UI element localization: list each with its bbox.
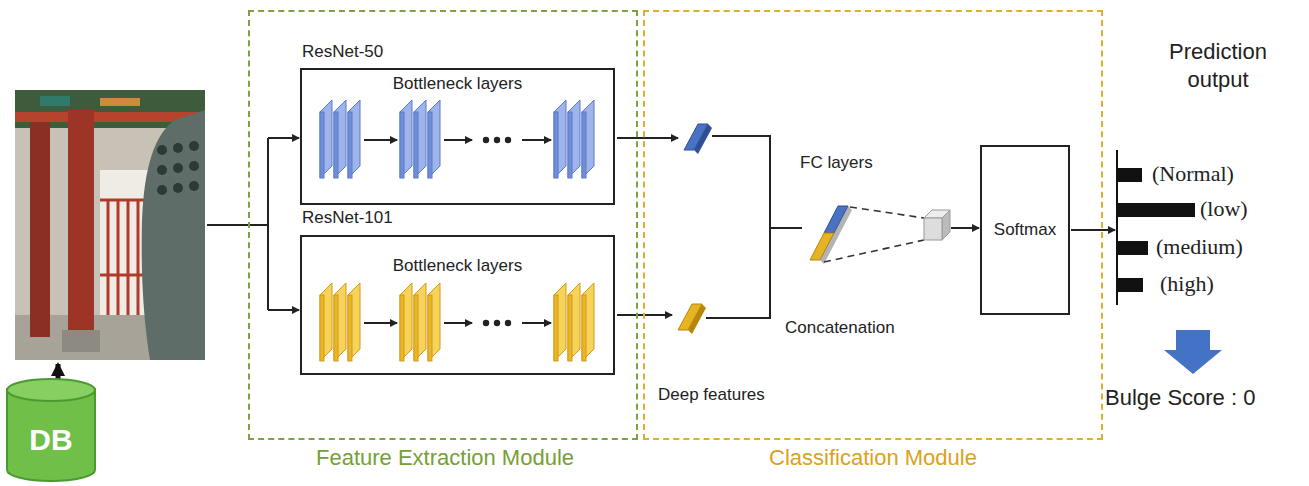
module-frame: Classification ModuleSoftmax xyxy=(643,10,1103,440)
backbone-name: ResNet-50 xyxy=(302,42,383,62)
module-title: Classification Module xyxy=(645,445,1101,471)
fc-dashed-links xyxy=(824,207,924,262)
module-title: Feature Extraction Module xyxy=(240,445,650,471)
layer-note: Deep features xyxy=(658,385,765,405)
module-frame: Feature Extraction ModuleResNet-50Bottle… xyxy=(248,10,638,440)
backbone-box: ResNet-50Bottleneck layers xyxy=(300,68,615,205)
input-split-wires xyxy=(207,138,299,310)
concatenated-vector xyxy=(810,206,852,264)
softmax-box: Softmax xyxy=(980,145,1070,315)
feature-vector-blue xyxy=(684,124,712,154)
class-label: (medium) xyxy=(1156,234,1243,260)
to-output-arrow xyxy=(1071,229,1115,231)
result-arrow xyxy=(1164,330,1222,374)
layer-caption: Bottleneck layers xyxy=(302,74,613,94)
backbone-box: ResNet-101Bottleneck layers xyxy=(300,235,615,375)
database-cylinder: DB xyxy=(5,378,97,482)
class-label: (low) xyxy=(1200,196,1248,222)
result-score: Bulge Score : 0 xyxy=(1105,385,1255,411)
input-photo xyxy=(15,90,205,360)
resnet50-layers xyxy=(320,100,594,178)
to-softmax-arrow xyxy=(951,227,979,229)
resnet101-layers xyxy=(320,283,594,361)
layer-note: FC layers xyxy=(800,153,873,173)
layer-caption: Bottleneck layers xyxy=(302,256,613,276)
backbone-name: ResNet-101 xyxy=(302,208,393,228)
fc-output-vector xyxy=(924,210,950,240)
class-label: (high) xyxy=(1160,271,1214,297)
layer-note: Concatenation xyxy=(785,318,895,338)
class-label: (Normal) xyxy=(1152,161,1234,187)
database-label: DB xyxy=(5,422,97,458)
cylinder-top xyxy=(7,379,95,401)
feature-vector-yellow xyxy=(678,304,706,334)
softmax-label: Softmax xyxy=(982,220,1068,240)
output-heading: Prediction output xyxy=(1148,38,1288,93)
